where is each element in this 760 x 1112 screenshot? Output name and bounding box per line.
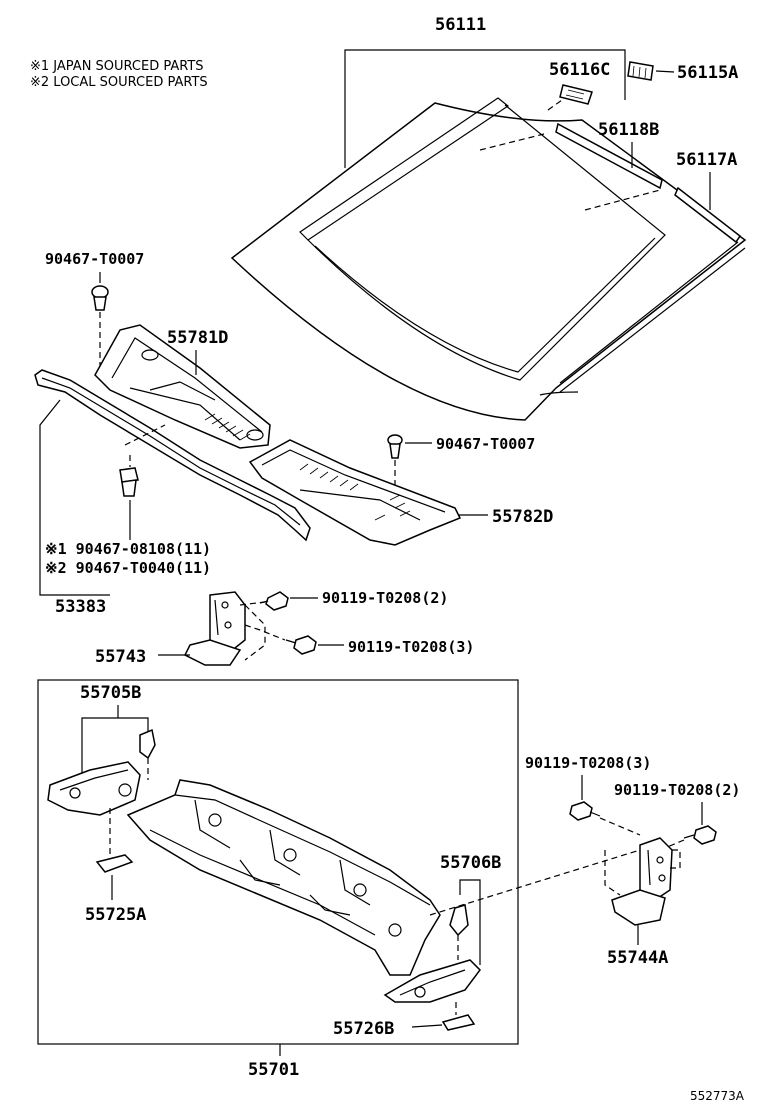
bracket-55743 [183,591,246,666]
clip-56116C [559,84,593,105]
windshield-glass [230,97,747,421]
seal-53383 [34,369,311,542]
label-55701: 55701 [248,1060,299,1080]
label-56117A: 56117A [676,150,737,170]
bolt-90119-T0208-d [683,825,717,845]
label-55705B: 55705B [80,683,141,703]
clip-56115A [627,61,654,81]
label-90467-T0040: ※2 90467-T0040(11) [45,559,211,577]
cowl-louver-55781D [94,324,271,449]
clip-90467-T0007-right [387,434,403,459]
bolt-90119-T0208-a [259,591,289,611]
label-56116C: 56116C [549,60,610,80]
label-55781D: 55781D [167,328,228,348]
label-55706B: 55706B [440,853,501,873]
bracket-55744A [611,837,673,926]
molding-56118B [555,122,663,190]
bolt-90119-T0208-c [569,801,601,821]
note-japan-sourced: ※1 JAPAN SOURCED PARTS [30,59,204,74]
pad-55726B [441,1014,476,1031]
label-55782D: 55782D [492,507,553,527]
label-53383: 53383 [55,597,106,617]
molding-56117A [674,186,742,244]
bracket-55706B [383,904,481,1003]
label-56118B: 56118B [598,120,659,140]
label-56111: 56111 [435,15,486,35]
assembly-55701-frame [37,679,519,1045]
label-90467-T0007-left: 90467-T0007 [45,250,144,268]
diagram-code: 552773A [690,1089,745,1103]
note-local-sourced: ※2 LOCAL SOURCED PARTS [30,75,208,90]
bracket-55705B [47,728,156,816]
label-90119-T0208-2-upper: 90119-T0208(2) [322,589,448,607]
label-55725A: 55725A [85,905,146,925]
label-56115A: 56115A [677,63,738,83]
bolt-90119-T0208-b [285,635,317,655]
label-55743: 55743 [95,647,146,667]
label-55726B: 55726B [333,1019,394,1039]
cowl-louver-55782D [248,439,462,546]
label-90119-T0208-3-upper: 90119-T0208(3) [348,638,474,656]
label-90119-T0208-3-right: 90119-T0208(3) [525,754,651,772]
label-55744A: 55744A [607,948,668,968]
cowl-panel-55701 [126,779,441,976]
clip-90467-T0007-left [91,285,109,311]
label-90467-08108: ※1 90467-08108(11) [45,540,211,558]
clip-90467-08108 [119,467,139,497]
label-90119-T0208-2-right: 90119-T0208(2) [614,781,740,799]
pad-55725A [95,854,134,873]
label-90467-T0007-right: 90467-T0007 [436,435,535,453]
